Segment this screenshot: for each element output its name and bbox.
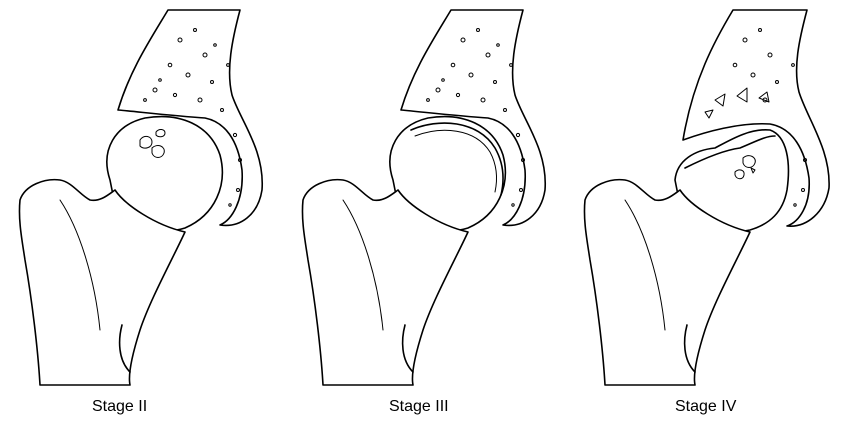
panel-stage-ii: Stage II [0, 0, 282, 424]
stage-label: Stage III [389, 398, 449, 416]
stage-label: Stage IV [675, 398, 736, 416]
stage-label: Stage II [92, 398, 147, 416]
hip-joint-illustration-stage-ii [0, 0, 282, 390]
hip-joint-illustration-stage-iii [283, 0, 565, 390]
panel-stage-iv: Stage IV [565, 0, 847, 424]
hip-joint-illustration-stage-iv [565, 0, 847, 390]
panel-stage-iii: Stage III [283, 0, 565, 424]
